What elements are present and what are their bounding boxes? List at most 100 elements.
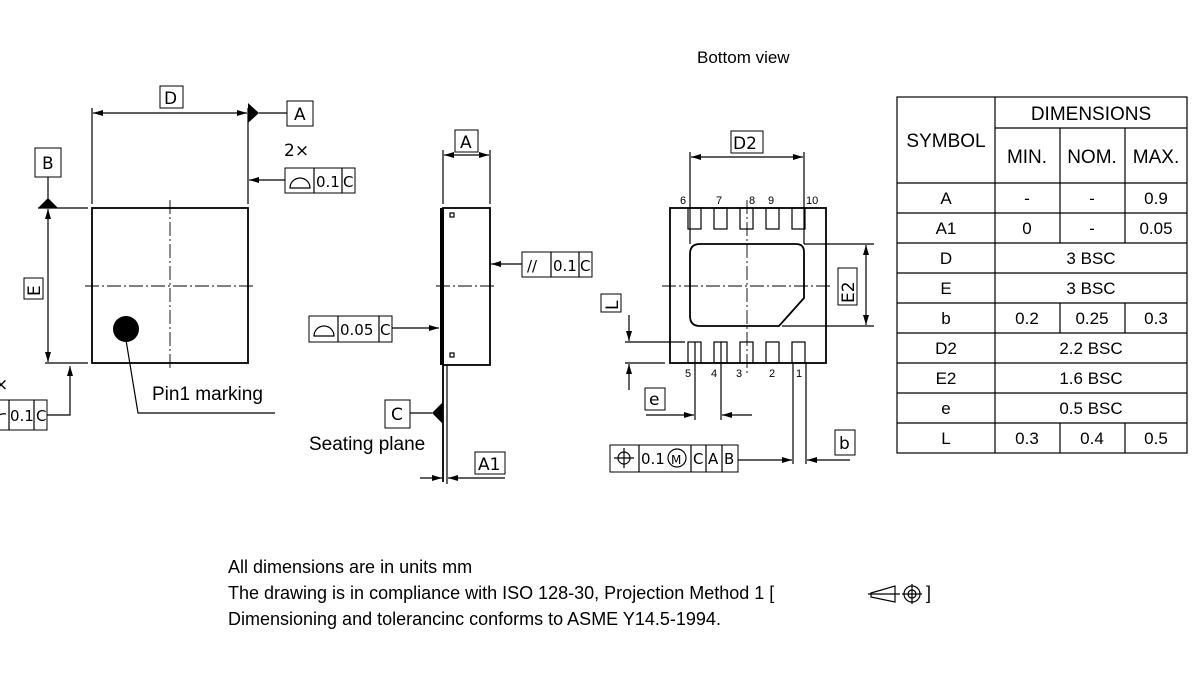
fcf-parallelism: // 0.1 C — [521, 251, 593, 278]
svg-text:0.1: 0.1 — [641, 450, 665, 468]
datum-label-c: C — [391, 405, 403, 425]
cell-span: 0.5 BSC — [1059, 399, 1122, 418]
cell-symbol: D2 — [935, 339, 957, 358]
datum-label-b: B — [42, 154, 54, 174]
profile-surface-icon — [313, 325, 335, 337]
svg-text:×: × — [0, 375, 8, 395]
pad — [739, 341, 754, 364]
pin1-marking-dot — [113, 316, 139, 342]
cell-nom: 0.4 — [1080, 429, 1104, 448]
cell-span: 2.2 BSC — [1059, 339, 1122, 358]
svg-text:0.05: 0.05 — [340, 321, 373, 339]
dim-label-e: E — [25, 285, 45, 296]
cell-symbol: A1 — [936, 219, 957, 238]
cell-span: 3 BSC — [1066, 279, 1115, 298]
header-nom: NOM. — [1067, 147, 1117, 168]
pin-number: 1 — [796, 368, 802, 380]
cell-nom: - — [1089, 219, 1095, 238]
top-view: Pin1 marking D A 2× 0.1 C B E — [0, 85, 356, 431]
fcf-flatness-left: 0.1 C — [0, 399, 48, 431]
dimensions-table: SYMBOL DIMENSIONS MIN. NOM. MAX. A - - 0… — [896, 96, 1188, 454]
cell-nom: - — [1089, 189, 1095, 208]
profile-surface-icon — [289, 177, 311, 189]
svg-text:0.1: 0.1 — [316, 173, 340, 191]
seating-plane-label: Seating plane — [309, 434, 425, 455]
cell-min: 0.2 — [1015, 309, 1039, 328]
datum-label-a: A — [294, 105, 306, 125]
pin-number: 8 — [749, 195, 755, 207]
svg-text://: // — [527, 257, 538, 275]
mmc-circle-icon — [667, 448, 687, 468]
cell-max: 0.5 — [1144, 429, 1168, 448]
cell-min: - — [1024, 189, 1030, 208]
svg-text:0.1: 0.1 — [553, 257, 577, 275]
cell-span: 1.6 BSC — [1059, 369, 1122, 388]
cell-max: 0.9 — [1144, 189, 1168, 208]
view-title: Bottom view — [697, 48, 790, 67]
svg-text:M: M — [671, 453, 681, 467]
cell-symbol: D — [940, 249, 952, 268]
svg-text:C: C — [36, 407, 46, 425]
datum-triangle-b — [38, 198, 58, 208]
pin1-leader — [125, 339, 275, 414]
header-max: MAX. — [1133, 147, 1179, 168]
dim-label-d2: D2 — [733, 134, 757, 154]
cell-min: 0.3 — [1015, 429, 1039, 448]
pin-number: 3 — [736, 368, 742, 380]
dim-label-a: A — [460, 133, 472, 153]
cell-symbol: E — [940, 279, 951, 298]
cell-symbol: E2 — [936, 369, 957, 388]
cell-symbol: L — [941, 429, 950, 448]
cell-symbol: e — [941, 399, 950, 418]
datum-triangle-a — [248, 103, 259, 123]
pin-number: 5 — [685, 368, 691, 380]
fcf-flatness-top: 0.1 C — [284, 167, 356, 194]
pad — [739, 207, 754, 230]
multiplier-label: 2× — [284, 141, 309, 161]
cell-max: 0.3 — [1144, 309, 1168, 328]
fcf-position: 0.1 M C A B — [609, 444, 739, 473]
dim-label-e2: E2 — [839, 281, 859, 303]
cell-max: 0.05 — [1139, 219, 1172, 238]
svg-text:C: C — [380, 321, 390, 339]
cell-min: 0 — [1022, 219, 1031, 238]
datum-triangle-c — [432, 402, 443, 424]
projection-method-icon — [868, 584, 922, 604]
pad — [765, 341, 780, 364]
svg-text:0.1: 0.1 — [10, 407, 34, 425]
dim-label-d: D — [164, 89, 177, 109]
pad — [765, 207, 780, 230]
note-asme: Dimensioning and tolerancinc conforms to… — [228, 609, 721, 629]
pad — [791, 341, 806, 364]
position-icon — [614, 448, 634, 468]
cell-symbol: b — [941, 309, 950, 328]
pin-number: 10 — [806, 195, 818, 207]
pin-number: 4 — [711, 368, 717, 380]
pin-number: 2 — [769, 368, 775, 380]
bottom-view: 6 7 8 9 10 5 4 3 2 1 D2 E2 L e — [600, 130, 874, 473]
pad — [791, 207, 806, 230]
pads-bottom — [687, 341, 806, 364]
cell-span: 3 BSC — [1066, 249, 1115, 268]
pad — [687, 207, 702, 230]
svg-text:C: C — [580, 257, 590, 275]
pad — [713, 207, 728, 230]
svg-text:C: C — [693, 450, 703, 468]
package-body-bottom — [669, 207, 827, 364]
notes: All dimensions are in units mm The drawi… — [228, 557, 931, 629]
svg-text:A: A — [708, 450, 719, 468]
dim-label-a1: A1 — [478, 455, 500, 475]
note-projection: The drawing is in compliance with ISO 12… — [228, 583, 774, 603]
pin-number: 7 — [716, 195, 722, 207]
pads-top — [687, 207, 806, 230]
side-view: A // 0.1 C 0.05 C C Seating plane A1 — [308, 129, 593, 484]
svg-text:B: B — [724, 450, 734, 468]
pin-number: 9 — [768, 195, 774, 207]
svg-text:]: ] — [926, 583, 931, 603]
cell-symbol: A — [940, 189, 952, 208]
dim-label-e-pitch: e — [649, 390, 659, 410]
header-min: MIN. — [1007, 147, 1047, 168]
exposed-pad — [689, 243, 805, 327]
cell-nom: 0.25 — [1075, 309, 1108, 328]
